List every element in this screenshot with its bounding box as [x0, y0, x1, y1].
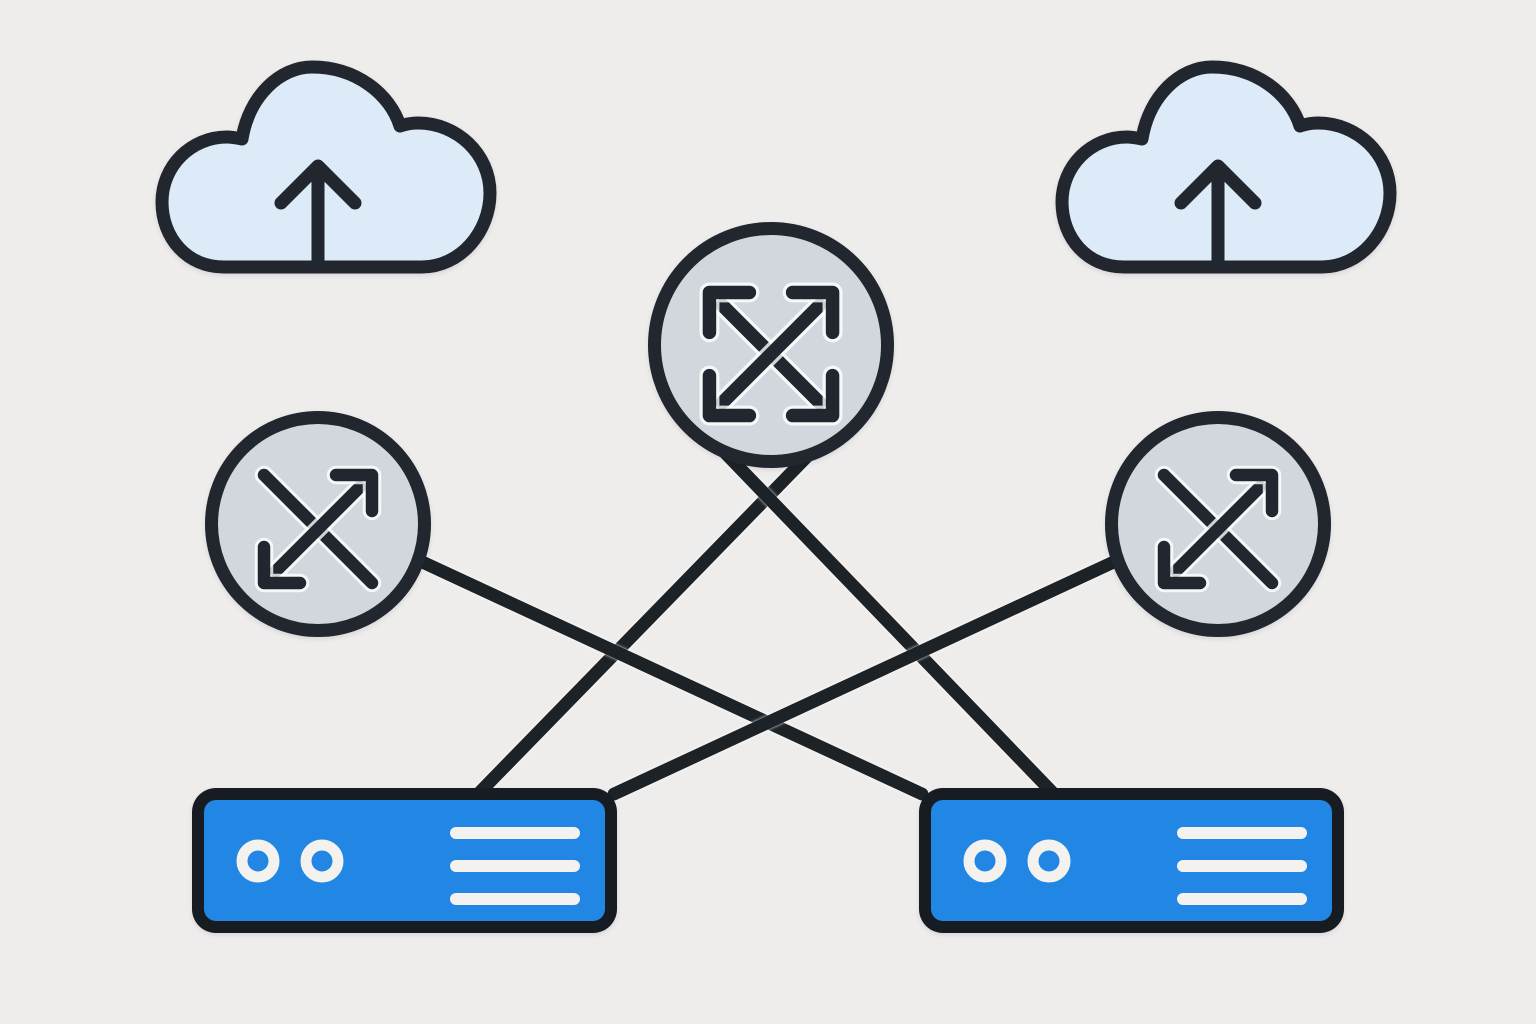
- router-center: [648, 222, 894, 468]
- arrowhead: [329, 468, 379, 518]
- edge-router-center-to-server-right: [699, 426, 1059, 799]
- led-indicator: [1027, 839, 1071, 883]
- arrowhead: [785, 368, 840, 423]
- arrowhead: [1229, 468, 1279, 518]
- router-left: [205, 411, 431, 637]
- cloud-right: [1055, 60, 1397, 274]
- arrowhead: [257, 540, 307, 590]
- upload-arrow-icon: [1174, 159, 1262, 271]
- arrowhead: [1157, 540, 1207, 590]
- arrowhead: [702, 285, 757, 340]
- led-indicator: [236, 839, 280, 883]
- edge-router-left-to-server-right: [411, 553, 929, 801]
- crossed-arrows-2-icon: [254, 465, 382, 593]
- upload-arrow-head: [1174, 159, 1262, 210]
- server-left: [192, 788, 617, 933]
- led-indicator: [963, 839, 1007, 883]
- arrowhead: [702, 368, 757, 423]
- cloud-left: [155, 60, 497, 274]
- router-right: [1105, 411, 1331, 637]
- led-indicator: [300, 839, 344, 883]
- arrowhead: [785, 285, 840, 340]
- edge-router-right-to-server-left: [607, 553, 1125, 801]
- nodes-layer: [155, 60, 1397, 933]
- upload-arrow-head: [274, 159, 362, 210]
- crossed-arrows-4-icon: [699, 282, 843, 426]
- server-right: [919, 788, 1344, 933]
- crossed-arrows-2-icon: [1154, 465, 1282, 593]
- upload-arrow-icon: [274, 159, 362, 271]
